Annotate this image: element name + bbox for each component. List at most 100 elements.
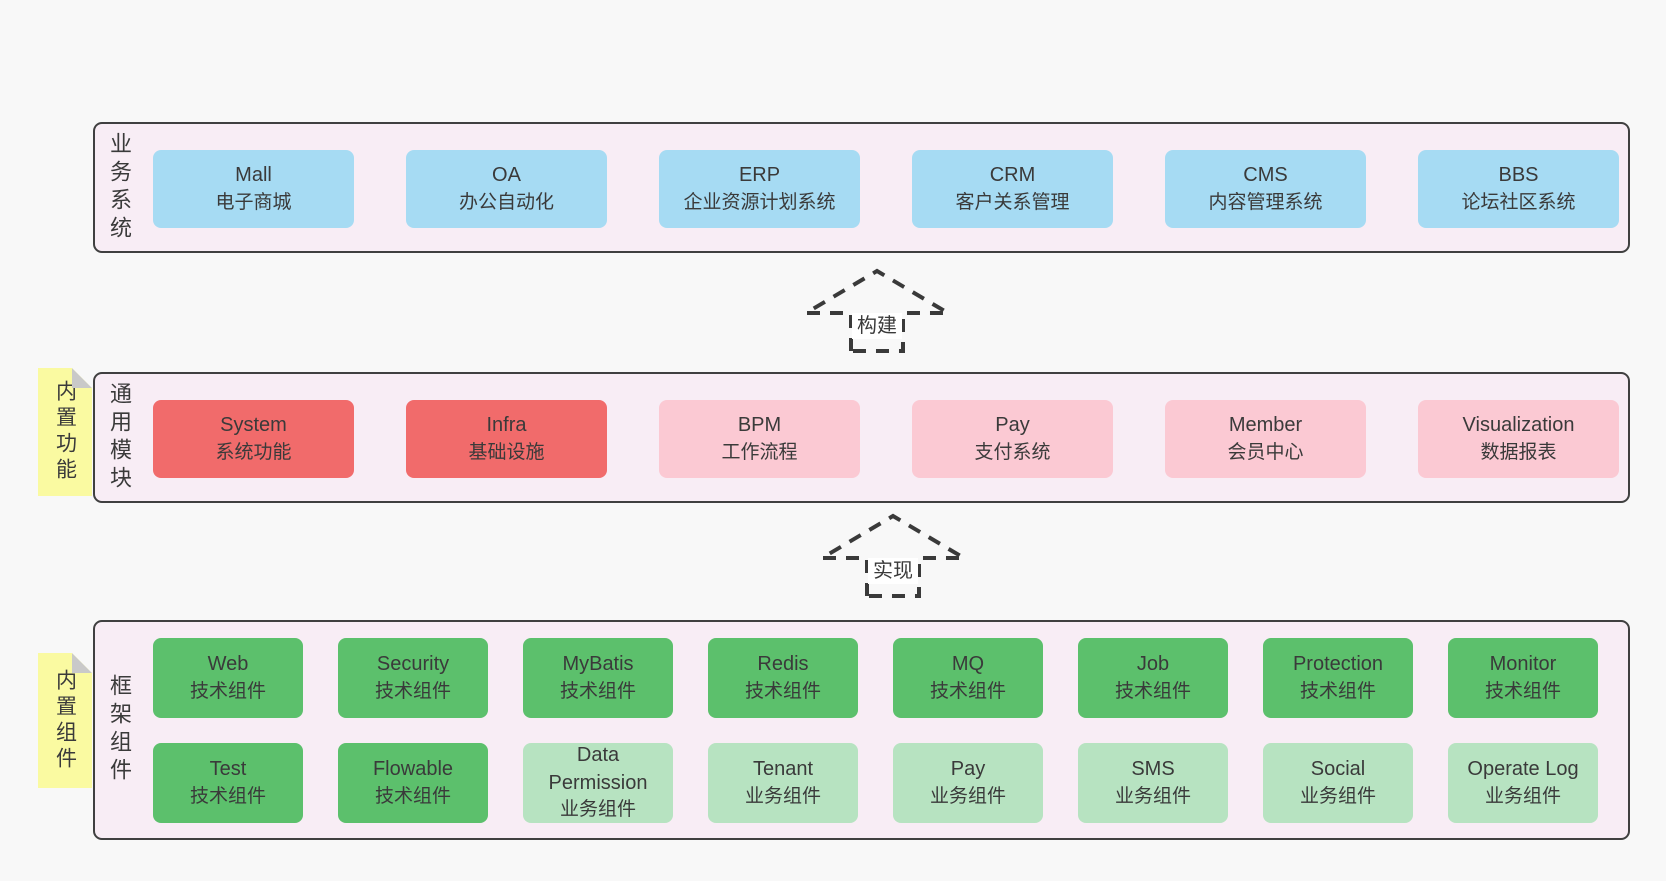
box-title: Operate Log bbox=[1467, 758, 1579, 781]
box-member: Member 会员中心 bbox=[1165, 400, 1366, 478]
box-visualization: Visualization 数据报表 bbox=[1418, 400, 1619, 478]
box-web: Web 技术组件 bbox=[153, 638, 303, 718]
sticky-note-built-in-components: 内置组件 bbox=[38, 653, 92, 788]
implement-arrow: 实现 bbox=[820, 513, 966, 599]
note-fold-corner bbox=[72, 368, 92, 388]
box-title: ERP bbox=[738, 164, 781, 187]
box-subtitle: 业务组件 bbox=[744, 785, 821, 807]
box-title: Tenant bbox=[752, 758, 814, 781]
box-title: Mall bbox=[235, 164, 272, 187]
box-bpm: BPM 工作流程 bbox=[659, 400, 860, 478]
box-subtitle: 技术组件 bbox=[374, 680, 451, 702]
box-oa: OA 办公自动化 bbox=[406, 150, 607, 228]
box-title: Job bbox=[1136, 653, 1170, 676]
box-cms: CMS 内容管理系统 bbox=[1165, 150, 1366, 228]
build-arrow: 构建 bbox=[804, 268, 950, 354]
box-title: Pay bbox=[995, 414, 1030, 437]
box-subtitle: 业务组件 bbox=[1484, 785, 1561, 807]
box-mq: MQ 技术组件 bbox=[893, 638, 1043, 718]
box-subtitle: 技术组件 bbox=[1299, 680, 1376, 702]
box-test: Test 技术组件 bbox=[153, 743, 303, 823]
box-data-permission: Data Permission 业务组件 bbox=[523, 743, 673, 823]
box-subtitle: 客户关系管理 bbox=[955, 191, 1070, 213]
box-title: BBS bbox=[1498, 164, 1539, 187]
box-subtitle: 内容管理系统 bbox=[1208, 191, 1323, 213]
box-title: MyBatis bbox=[562, 653, 634, 676]
box-monitor: Monitor 技术组件 bbox=[1448, 638, 1598, 718]
box-title: Monitor bbox=[1489, 653, 1557, 676]
box-subtitle: 办公自动化 bbox=[458, 191, 554, 213]
note-text: 内置功能 bbox=[53, 380, 77, 484]
box-title: Test bbox=[209, 758, 247, 781]
box-subtitle: 技术组件 bbox=[559, 680, 636, 702]
box-mybatis: MyBatis 技术组件 bbox=[523, 638, 673, 718]
box-flowable: Flowable 技术组件 bbox=[338, 743, 488, 823]
box-subtitle: 业务组件 bbox=[1299, 785, 1376, 807]
box-subtitle: 会员中心 bbox=[1227, 441, 1304, 463]
box-title: Infra bbox=[486, 414, 527, 437]
components-box-row-1: Web 技术组件 Security 技术组件 MyBatis 技术组件 Redi… bbox=[153, 638, 1598, 718]
box-title: Security bbox=[376, 653, 450, 676]
box-crm: CRM 客户关系管理 bbox=[912, 150, 1113, 228]
box-subtitle: 业务组件 bbox=[559, 799, 636, 821]
box-title: Social bbox=[1310, 758, 1366, 781]
box-subtitle: 业务组件 bbox=[1114, 785, 1191, 807]
box-subtitle: 技术组件 bbox=[374, 785, 451, 807]
box-title: Redis bbox=[757, 653, 809, 676]
box-subtitle: 技术组件 bbox=[1114, 680, 1191, 702]
box-subtitle: 工作流程 bbox=[721, 441, 798, 463]
sticky-note-built-in-functions: 内置功能 bbox=[38, 368, 92, 496]
box-title: Web bbox=[207, 653, 249, 676]
box-title: MQ bbox=[951, 653, 985, 676]
dashed-up-arrow-icon bbox=[820, 513, 966, 598]
note-text: 内置组件 bbox=[53, 668, 77, 773]
box-pay-component: Pay 业务组件 bbox=[893, 743, 1043, 823]
box-sms: SMS 业务组件 bbox=[1078, 743, 1228, 823]
box-subtitle: 基础设施 bbox=[468, 441, 545, 463]
box-title: CMS bbox=[1243, 164, 1288, 187]
box-social: Social 业务组件 bbox=[1263, 743, 1413, 823]
box-subtitle: 企业资源计划系统 bbox=[683, 191, 836, 213]
box-tenant: Tenant 业务组件 bbox=[708, 743, 858, 823]
box-security: Security 技术组件 bbox=[338, 638, 488, 718]
box-operate-log: Operate Log 业务组件 bbox=[1448, 743, 1598, 823]
box-title: System bbox=[220, 414, 287, 437]
box-subtitle: 技术组件 bbox=[744, 680, 821, 702]
box-title: CRM bbox=[989, 164, 1036, 187]
box-subtitle: 论坛社区系统 bbox=[1461, 191, 1576, 213]
box-system: System 系统功能 bbox=[153, 400, 354, 478]
box-title: SMS bbox=[1131, 758, 1175, 781]
box-title: Protection bbox=[1292, 653, 1384, 676]
layer-framework-components: 框架组件 Web 技术组件 Security 技术组件 MyBatis 技术组件… bbox=[93, 620, 1630, 840]
box-bbs: BBS 论坛社区系统 bbox=[1418, 150, 1619, 228]
box-title: Member bbox=[1228, 414, 1303, 437]
box-title: Visualization bbox=[1462, 414, 1575, 437]
box-title: Flowable bbox=[372, 758, 454, 781]
box-title: Pay bbox=[950, 758, 986, 781]
layer-business-systems: 业务系统 Mall 电子商城 OA 办公自动化 ERP 企业资源计划系统 CRM… bbox=[93, 122, 1630, 253]
implement-arrow-label: 实现 bbox=[868, 558, 918, 584]
box-subtitle: 技术组件 bbox=[189, 680, 266, 702]
layer-common-modules: 通用模块 System 系统功能 Infra 基础设施 BPM 工作流程 Pay… bbox=[93, 372, 1630, 503]
business-box-row: Mall 电子商城 OA 办公自动化 ERP 企业资源计划系统 CRM 客户关系… bbox=[153, 150, 1619, 228]
box-title: BPM bbox=[737, 414, 782, 437]
dashed-up-arrow-icon bbox=[804, 268, 950, 353]
box-job: Job 技术组件 bbox=[1078, 638, 1228, 718]
layer-label-business: 业务系统 bbox=[107, 131, 132, 244]
box-erp: ERP 企业资源计划系统 bbox=[659, 150, 860, 228]
box-title: OA bbox=[492, 164, 521, 187]
box-subtitle: 系统功能 bbox=[215, 441, 292, 463]
box-title: Data Permission bbox=[548, 744, 648, 794]
box-pay-module: Pay 支付系统 bbox=[912, 400, 1113, 478]
box-subtitle: 技术组件 bbox=[1484, 680, 1561, 702]
note-fold-corner bbox=[72, 653, 92, 673]
box-protection: Protection 技术组件 bbox=[1263, 638, 1413, 718]
box-subtitle: 技术组件 bbox=[189, 785, 266, 807]
box-subtitle: 技术组件 bbox=[929, 680, 1006, 702]
build-arrow-label: 构建 bbox=[852, 313, 902, 339]
box-redis: Redis 技术组件 bbox=[708, 638, 858, 718]
box-infra: Infra 基础设施 bbox=[406, 400, 607, 478]
box-subtitle: 数据报表 bbox=[1480, 441, 1557, 463]
layer-label-modules: 通用模块 bbox=[107, 381, 132, 494]
modules-box-row: System 系统功能 Infra 基础设施 BPM 工作流程 Pay 支付系统… bbox=[153, 400, 1619, 478]
